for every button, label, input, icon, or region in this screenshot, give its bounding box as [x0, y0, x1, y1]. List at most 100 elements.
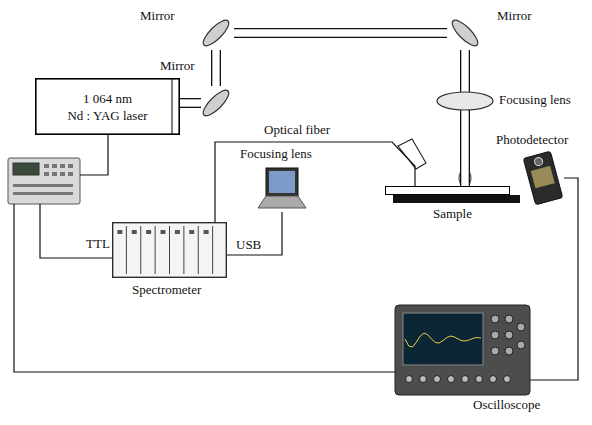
button	[52, 164, 57, 168]
module-divider	[140, 226, 141, 274]
button	[68, 164, 73, 168]
laser-beam	[180, 103, 201, 104]
detector-plate	[531, 166, 555, 189]
part-label: Spectrometer	[132, 282, 201, 298]
cable	[227, 212, 282, 255]
button-row	[13, 192, 73, 195]
button	[44, 164, 49, 168]
mirror-disc	[200, 17, 233, 50]
oscilloscope: Oscilloscope	[395, 305, 530, 395]
laser-housing	[36, 79, 179, 134]
scope-cable	[14, 204, 395, 372]
node-shape	[258, 166, 306, 212]
laptop: Focusing lens	[258, 166, 306, 212]
scope-knob	[504, 376, 511, 383]
lens-disc	[437, 92, 493, 110]
scope-knob	[491, 315, 499, 323]
delay-generator	[8, 158, 80, 204]
beam-outline	[211, 50, 221, 86]
scope-knob	[505, 331, 513, 339]
beam-core	[180, 99, 201, 106]
module-divider	[183, 226, 184, 274]
node-shape	[198, 16, 234, 50]
laptop-screen	[266, 168, 298, 196]
spectrometer: Spectrometer	[112, 222, 227, 278]
mirror: Mirror	[201, 86, 231, 120]
cable-line	[215, 142, 415, 222]
scope-knob	[491, 331, 499, 339]
node-shape	[201, 86, 231, 120]
module-port	[204, 230, 209, 234]
beam-core	[461, 50, 468, 92]
button	[60, 172, 65, 176]
cable-line	[530, 178, 578, 380]
node-shape	[112, 222, 227, 278]
laptop-display	[269, 171, 295, 193]
node-shape	[35, 78, 180, 135]
mirror: Mirror	[198, 16, 234, 50]
detector-window	[534, 157, 544, 167]
module-port	[161, 230, 166, 234]
cable	[530, 178, 578, 380]
ttl-cable	[40, 204, 112, 258]
cables	[14, 135, 395, 372]
scope-knob	[476, 376, 483, 383]
node-shape	[447, 16, 483, 50]
photodetector: Photodetector	[522, 150, 564, 206]
scope-knob	[491, 347, 499, 355]
module-port	[189, 230, 194, 234]
mirror-disc	[449, 17, 482, 50]
part-label: Oscilloscope	[473, 397, 540, 413]
trigger-cable	[80, 135, 108, 175]
part-label: Photodetector	[496, 132, 568, 148]
node-shape	[522, 150, 564, 206]
scope-knob	[406, 376, 413, 383]
generator-body	[8, 158, 80, 204]
scope-knob	[490, 376, 497, 383]
beam-core	[234, 29, 447, 36]
beam-outline	[234, 28, 447, 38]
module-divider	[126, 226, 127, 274]
box-text: Nd : YAG laser	[67, 107, 147, 124]
scope-screen	[403, 313, 483, 365]
cable-line	[227, 212, 282, 255]
node-shape	[437, 92, 493, 110]
laptop-base	[258, 196, 306, 208]
connector-label: Optical fiber	[262, 122, 332, 137]
beam-core	[461, 110, 468, 186]
sample-plate: Sample	[385, 186, 510, 195]
cable	[215, 142, 415, 222]
module-port	[175, 230, 180, 234]
beam-core	[212, 50, 219, 86]
scope-body	[395, 305, 530, 395]
scope-knob	[420, 376, 427, 383]
part-label: Mirror	[160, 58, 195, 74]
button	[52, 172, 57, 176]
sample-stage	[393, 195, 520, 203]
signal-name: TTL	[86, 236, 110, 251]
part-label: Mirror	[497, 8, 532, 24]
scope-knob	[462, 376, 469, 383]
button	[44, 172, 49, 176]
node-shape	[385, 186, 510, 195]
generator-display	[13, 163, 39, 175]
spectrometer-case	[113, 223, 227, 278]
sample-plate	[386, 187, 510, 195]
laser-beam	[465, 50, 466, 92]
generator-buttons	[13, 164, 73, 195]
part-label: Focusing lens	[240, 146, 312, 162]
part-label: Mirror	[140, 8, 175, 24]
connector-label: USB	[234, 237, 263, 252]
button	[68, 172, 73, 176]
mirror-disc	[200, 87, 233, 120]
module-divider	[212, 226, 213, 274]
fiber-probe	[398, 139, 426, 169]
module-divider	[198, 226, 199, 274]
module-port	[146, 230, 151, 234]
laser-beam	[234, 33, 447, 34]
scope-knob	[448, 376, 455, 383]
beam-outline	[460, 110, 470, 186]
beam-outline	[180, 98, 201, 108]
button-row	[13, 184, 73, 187]
